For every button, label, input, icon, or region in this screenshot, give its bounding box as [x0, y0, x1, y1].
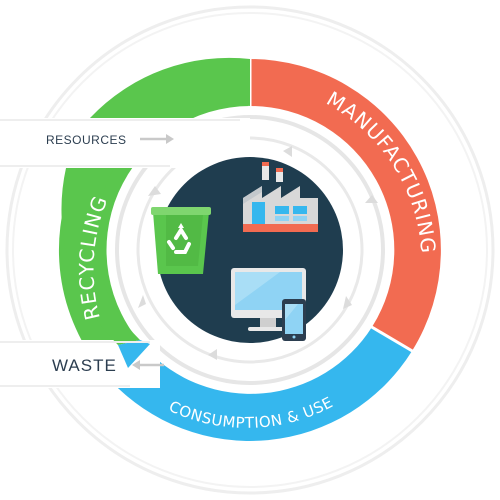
inner-guide-ring — [115, 115, 385, 385]
resources-arrow — [140, 134, 174, 144]
recycling-segment-top — [90, 57, 250, 118]
manufacturing-segment — [250, 59, 441, 351]
outer-ring-faint-2 — [12, 12, 488, 488]
waste-label: WASTE — [52, 356, 117, 375]
waste-arrow — [132, 360, 164, 370]
recycle-bin-icon — [151, 207, 211, 274]
segment-gap — [369, 324, 415, 354]
consumption-segment-tip — [118, 340, 150, 368]
factory-icon — [243, 162, 318, 232]
cycle-arrows — [138, 146, 378, 360]
resources-label: RESOURCES — [46, 133, 127, 147]
outer-ring-faint — [5, 5, 495, 495]
consumption-segment — [110, 327, 412, 441]
smartphone-icon — [282, 299, 306, 341]
left-band-top — [0, 118, 250, 168]
recycling-segment-lower — [61, 168, 141, 345]
